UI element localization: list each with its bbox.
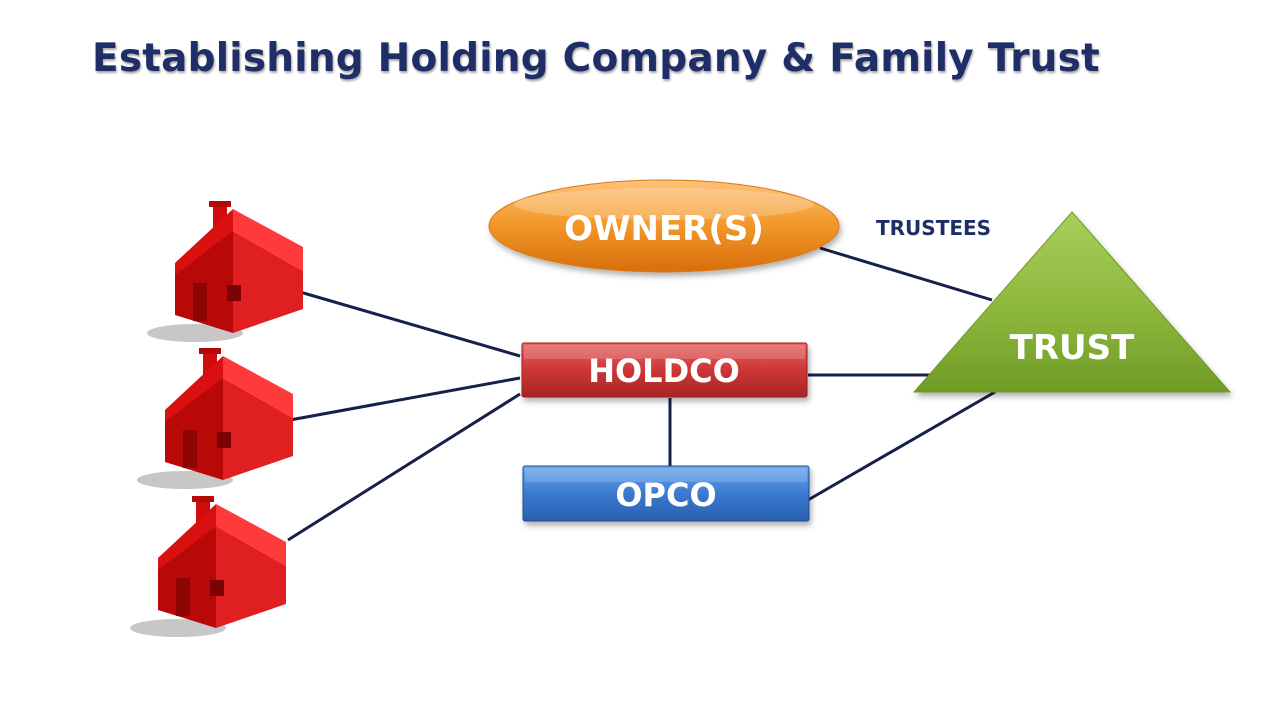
opco-label: OPCO xyxy=(615,476,716,514)
connector-house-3-holdco xyxy=(287,392,521,542)
house-icon xyxy=(147,201,303,342)
house-icon xyxy=(137,348,293,489)
trust-node: TRUST xyxy=(912,211,1232,393)
holdco-node: HOLDCO xyxy=(521,342,808,398)
connector-house-2-holdco xyxy=(289,376,521,422)
house-icon xyxy=(130,496,286,637)
connector-opco-trust xyxy=(807,390,996,502)
owners-node: OWNER(S) xyxy=(488,179,840,273)
holdco-label: HOLDCO xyxy=(588,352,740,390)
owners-label: OWNER(S) xyxy=(564,209,764,249)
opco-node: OPCO xyxy=(522,465,810,522)
trustees-label: TRUSTEES xyxy=(876,216,991,240)
connector-owners-trust xyxy=(819,246,993,302)
connector-house-1-holdco xyxy=(299,290,521,358)
trust-label: TRUST xyxy=(1010,328,1135,368)
connector-lines xyxy=(287,246,996,542)
page-title: Establishing Holding Company & Family Tr… xyxy=(92,36,1100,81)
